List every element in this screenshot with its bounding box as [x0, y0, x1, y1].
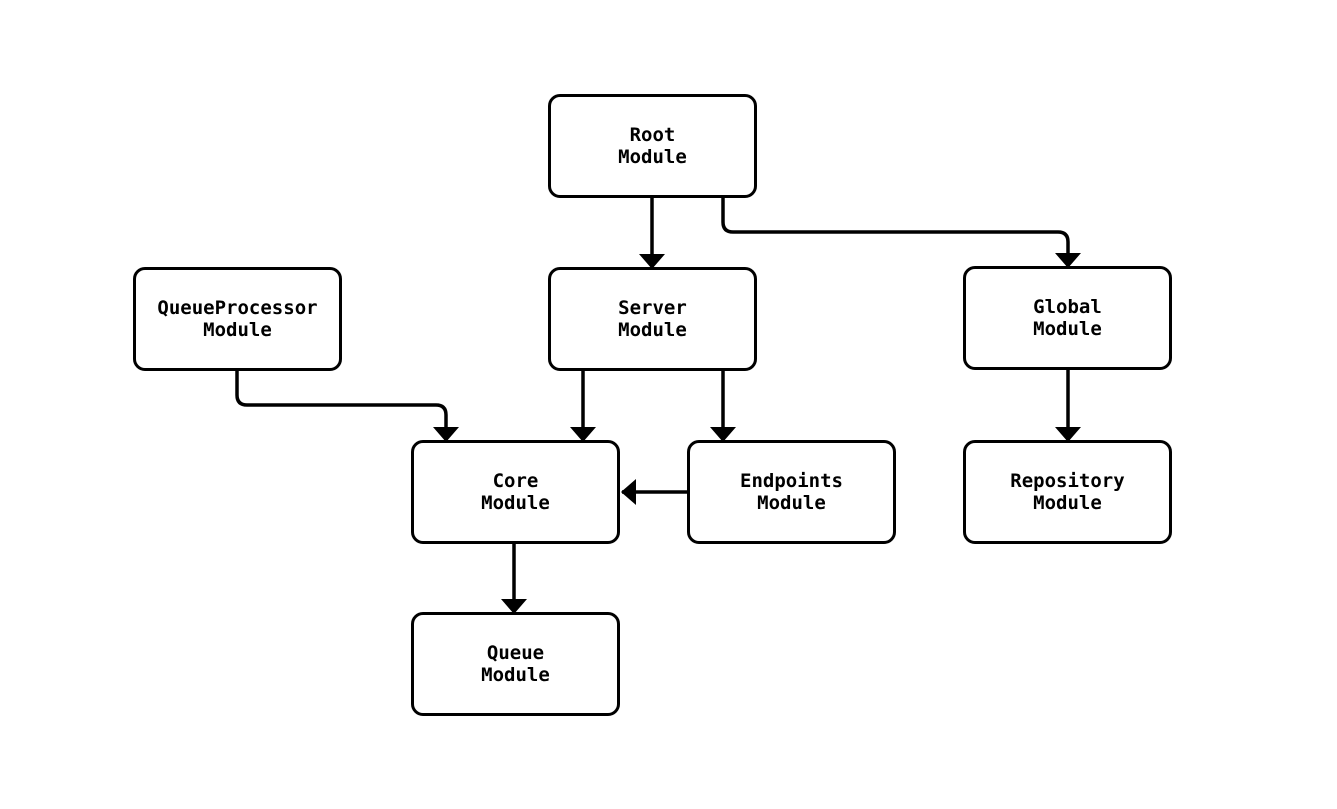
node-label-line: Module — [618, 146, 687, 168]
node-label-line: Server — [618, 297, 687, 319]
node-label-line: Module — [1033, 318, 1102, 340]
edge-queueprocessor-module-to-core-module — [235, 371, 459, 442]
node-label-line: Module — [1033, 492, 1102, 514]
node-label-line: Module — [757, 492, 826, 514]
node-label-line: Module — [481, 664, 550, 686]
node-label-line: QueueProcessor — [157, 297, 318, 319]
node-label-line: Root — [629, 124, 676, 146]
node-label-line: Repository — [1010, 470, 1125, 492]
node-label-line: Module — [618, 319, 687, 341]
node-label-line: Queue — [486, 642, 545, 664]
edge-root-module-to-global-module — [721, 198, 1081, 268]
node-label-line: Core — [492, 470, 539, 492]
node-label-line: Endpoints — [740, 470, 843, 492]
node-label-line: Module — [203, 319, 272, 341]
node-label-line: Module — [481, 492, 550, 514]
node-label-line: Global — [1033, 296, 1102, 318]
